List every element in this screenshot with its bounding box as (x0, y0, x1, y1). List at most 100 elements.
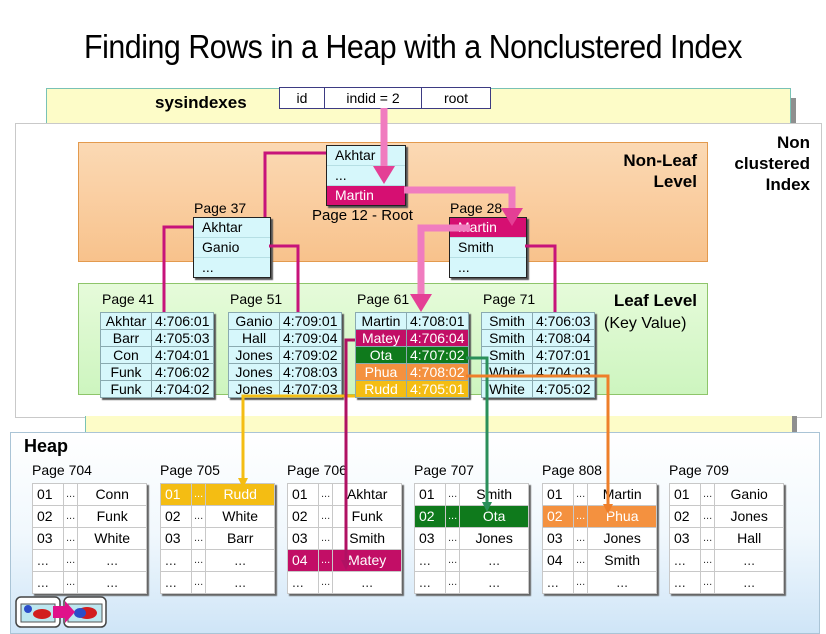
leaf-key: Con (100, 346, 152, 364)
heap-row-ellipsis: ... (572, 571, 589, 594)
heap-row: 01...Martin (542, 483, 658, 506)
heap-row-value: Barr (205, 527, 276, 550)
heap-row: ......... (32, 571, 148, 594)
root-row: Akhtar (327, 146, 405, 166)
root-page-12: Akhtar ... Martin (326, 145, 406, 206)
heap-row-ellipsis: ... (62, 571, 79, 594)
heap-row-ellipsis: ... (317, 527, 334, 550)
heap-row-value: Phua (587, 505, 658, 528)
heap-row: 03...White (32, 527, 148, 550)
leaf-rid: 4:705:02 (532, 380, 595, 398)
heap-row: ......... (414, 549, 530, 572)
heap-row: 02...Funk (32, 505, 148, 528)
nonleaf-row-highlight: Martin (450, 218, 526, 238)
sysindexes-row: id indid = 2 root (279, 87, 491, 109)
heap-row-value: Ganio (714, 483, 785, 506)
heap-label: Heap (24, 436, 69, 456)
heap-row-id: ... (414, 571, 446, 594)
heap-row-id: 03 (414, 527, 446, 550)
heap-row-ellipsis: ... (62, 527, 79, 550)
heap-row-value: White (205, 505, 276, 528)
leaf-key: Funk (100, 380, 152, 398)
heap-page-caption: Page 706 (287, 462, 347, 478)
nc-label-line1: Non (776, 133, 810, 152)
heap-row: 01...Ganio (669, 483, 785, 506)
heap-row-value: Funk (77, 505, 148, 528)
heap-row: ......... (669, 571, 785, 594)
heap-row-id: 02 (287, 505, 319, 528)
heap-row-ellipsis: ... (444, 571, 461, 594)
heap-row-id: 04 (542, 549, 574, 572)
leaf-rid: 4:704:01 (151, 346, 214, 364)
leaf-level-label: Leaf Level (613, 291, 697, 310)
heap-row-ellipsis: ... (190, 571, 207, 594)
heap-row: ......... (32, 549, 148, 572)
heap-row-value: ... (77, 549, 148, 572)
nonclustered-index-label: Non clustered Index (718, 132, 810, 195)
heap-row-ellipsis: ... (572, 483, 589, 506)
leaf-level-sublabel: (Key Value) (604, 315, 687, 332)
heap-row-ellipsis: ... (444, 549, 461, 572)
heap-row: ......... (287, 571, 403, 594)
heap-row-id: 03 (542, 527, 574, 550)
root-row-highlight: Martin (327, 186, 405, 205)
heap-page-caption: Page 705 (160, 462, 220, 478)
heap-row-ellipsis: ... (699, 505, 716, 528)
slide-transition-icon[interactable] (15, 596, 107, 628)
page-37-caption: Page 37 (194, 200, 247, 216)
heap-row-id: 03 (32, 527, 64, 550)
heap-row-id: ... (287, 571, 319, 594)
leaf-key: Smith (481, 329, 533, 347)
heap-row-id: ... (32, 571, 64, 594)
heap-row-value: Smith (332, 527, 403, 550)
heap-row-id: 01 (160, 483, 192, 506)
heap-row: ......... (669, 549, 785, 572)
leaf-key: Matey (355, 329, 407, 347)
heap-row-id: ... (669, 571, 701, 594)
sysindexes-label: sysindexes (155, 93, 247, 112)
leaf-rid: 4:709:01 (279, 312, 342, 330)
heap-row-ellipsis: ... (317, 483, 334, 506)
leaf-rid: 4:705:01 (406, 380, 469, 398)
nonleaf-row: ... (202, 259, 214, 275)
heap-row-ellipsis: ... (444, 483, 461, 506)
leaf-rid: 4:709:04 (279, 329, 342, 347)
sysindexes-col-indid: indid = 2 (325, 88, 422, 108)
nonleaf-row: Smith (450, 238, 526, 258)
heap-row: 03...Jones (542, 527, 658, 550)
nc-label-line2: clustered (734, 154, 810, 173)
heap-row-value: Hall (714, 527, 785, 550)
heap-row: 03...Barr (160, 527, 276, 550)
heap-row-id: ... (542, 571, 574, 594)
heap-row-ellipsis: ... (699, 571, 716, 594)
heap-row: ......... (160, 571, 276, 594)
heap-row-id: 02 (542, 505, 574, 528)
nonleaf-label-line1: Non-Leaf (623, 151, 697, 170)
heap-row: 01...Conn (32, 483, 148, 506)
heap-row-value: ... (332, 571, 403, 594)
heap-row-value: Smith (459, 483, 530, 506)
leaf-key: Martin (355, 312, 407, 330)
heap-row-highlight: 02...Phua (542, 505, 658, 528)
heap-row-ellipsis: ... (699, 527, 716, 550)
heap-page-caption: Page 707 (414, 462, 474, 478)
heap-connector-shadow (792, 416, 797, 432)
leaf-key: Phua (355, 363, 407, 381)
